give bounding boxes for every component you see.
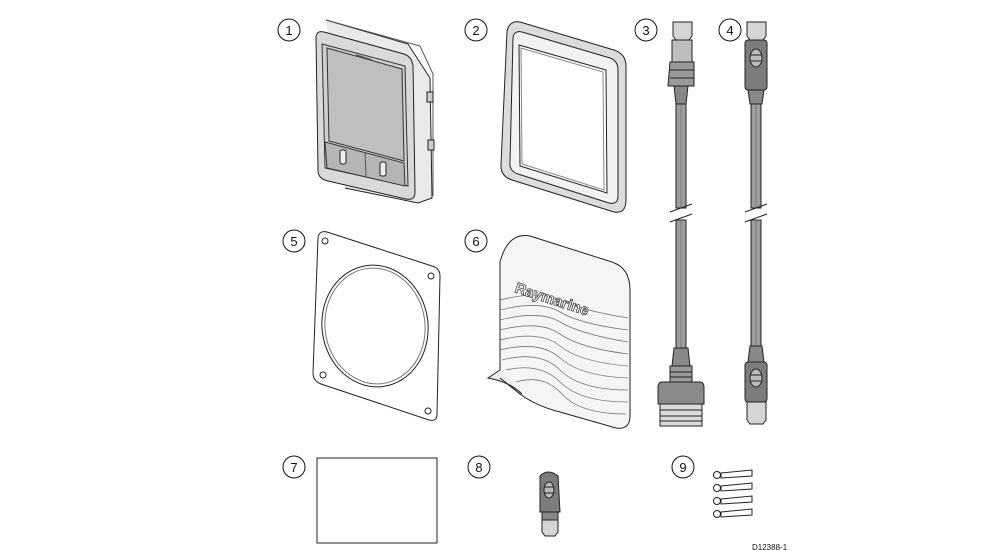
panel-gasket-illustration <box>312 231 441 421</box>
callout-1: 1 <box>277 18 301 42</box>
svg-text:2: 2 <box>472 23 479 38</box>
display-unit-illustration <box>315 19 435 204</box>
trim-bezel-illustration <box>500 21 627 213</box>
backbone-cable-illustration <box>657 21 705 427</box>
callout-7: 7 <box>282 455 306 479</box>
callout-3: 3 <box>634 18 658 42</box>
callout-8: 8 <box>467 455 491 479</box>
svg-text:3: 3 <box>642 23 649 38</box>
blanking-plug-illustration <box>539 471 561 537</box>
screw <box>713 469 753 479</box>
svg-text:9: 9 <box>679 460 686 475</box>
sun-cover-illustration: Raymarine <box>486 235 631 429</box>
svg-text:7: 7 <box>290 460 297 475</box>
callout-5: 5 <box>282 229 306 253</box>
screw <box>713 495 753 505</box>
svg-text:6: 6 <box>472 234 479 249</box>
screw <box>713 508 753 518</box>
documentation-pack-illustration <box>316 457 438 544</box>
svg-text:4: 4 <box>726 23 733 38</box>
callout-9: 9 <box>671 455 695 479</box>
svg-text:1: 1 <box>285 23 292 38</box>
callout-6: 6 <box>464 229 488 253</box>
document-id: D12388-1 <box>752 543 788 550</box>
callout-4: 4 <box>718 18 742 42</box>
svg-text:8: 8 <box>475 460 482 475</box>
callout-2: 2 <box>464 18 488 42</box>
svg-text:5: 5 <box>290 234 297 249</box>
fixing-screws-illustration <box>713 469 753 518</box>
spur-cable-illustration <box>744 21 768 425</box>
screw <box>713 482 753 492</box>
